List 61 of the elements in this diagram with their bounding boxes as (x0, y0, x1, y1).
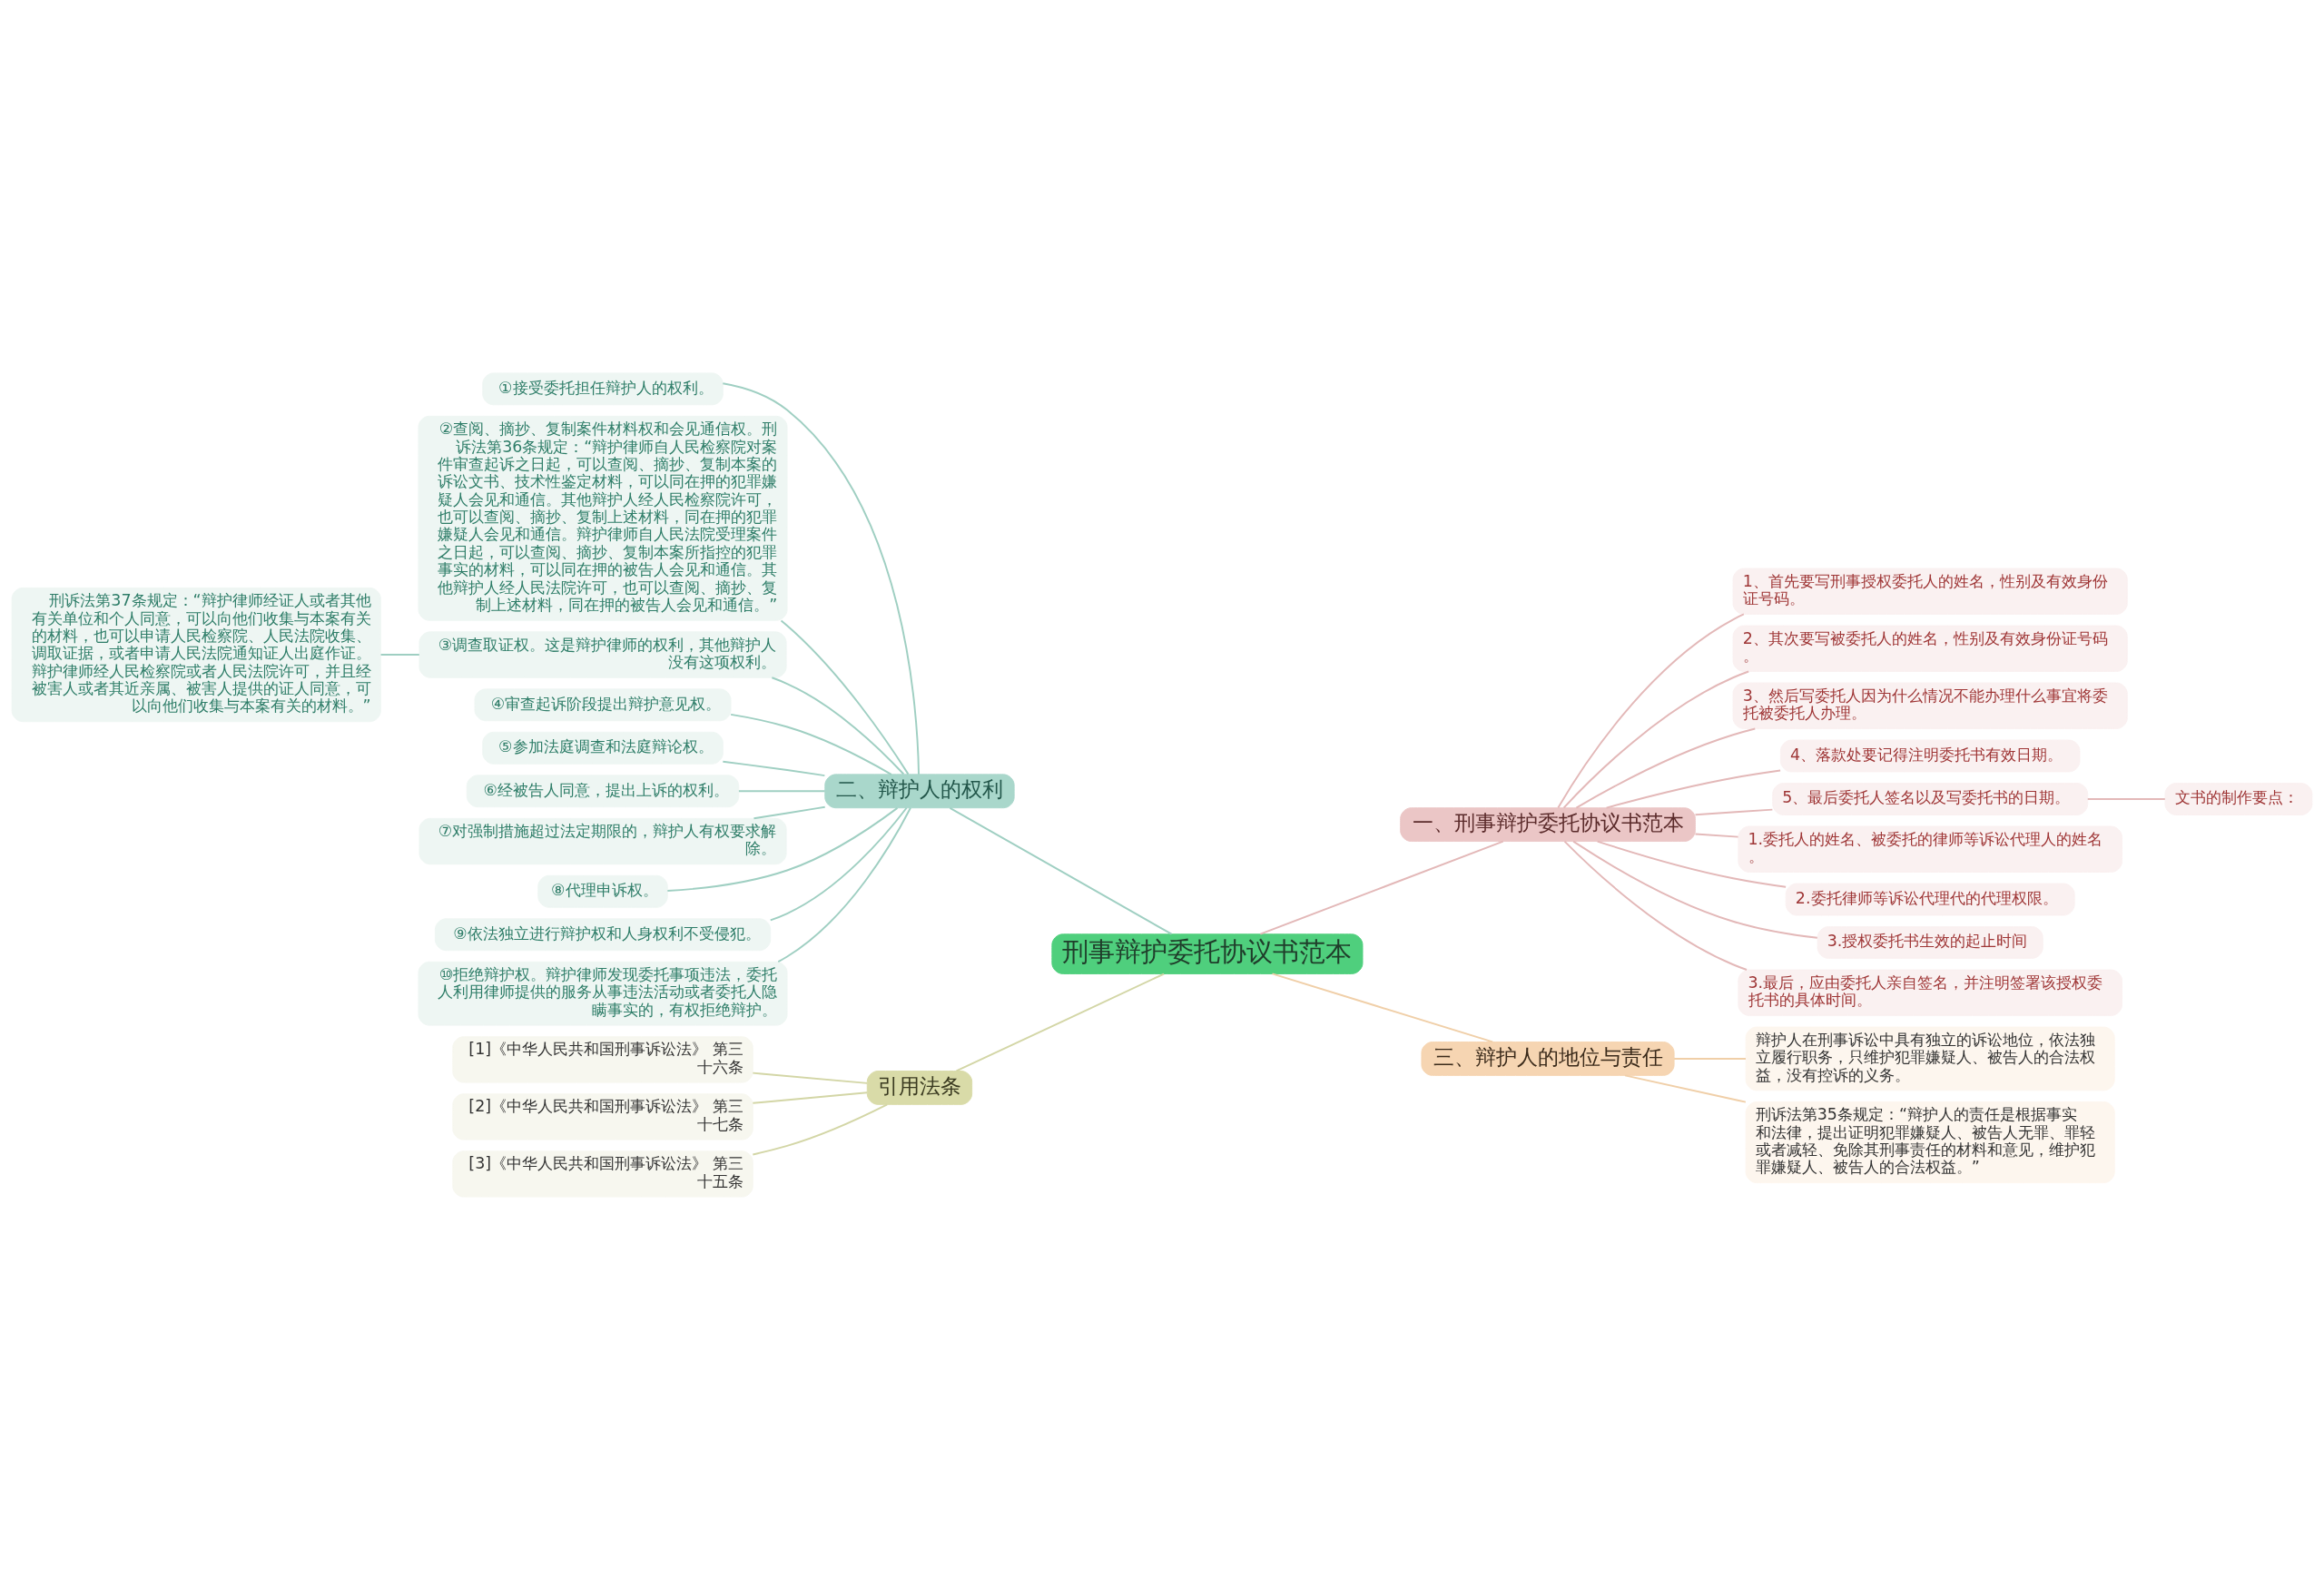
connector (666, 806, 899, 892)
connector (1694, 833, 1739, 838)
node-box: 三、辩护人的地位与责任 (1421, 1042, 1675, 1076)
node-box: 5、最后委托人签名以及写委托书的日期。 (1772, 783, 2089, 815)
node-box: ④审查起诉阶段提出辩护意见权。 (474, 688, 732, 722)
connector (955, 973, 1166, 1072)
connector (1673, 1058, 1747, 1060)
connector (752, 1103, 889, 1156)
connector (777, 806, 911, 963)
node-box: ①接受委托担任辩护人的权利。 (482, 372, 724, 406)
node-box: 刑诉法第37条规定：“辩护律师经证人或者其他有关单位和个人同意，可以向他们收集与本案有关的材料，也可以申请人民检察院、人民法院收集、调取证据，或者申请人民法院通知证人出庭作证。辩护律师经人民检察院或者人民法院许可，并且经被害人或者其近亲属、被害人提供的证人同意，可以向他们收集与本案有关的材料。” (11, 587, 381, 723)
node-box: 2.委托律师等诉讼代理代的代理权限。 (1785, 883, 2075, 916)
connector (1605, 769, 1782, 809)
connector (769, 806, 908, 922)
node-box: 文书的制作要点： (2164, 783, 2313, 815)
connector (1596, 840, 1787, 888)
connector (730, 713, 892, 775)
connector (1694, 808, 1774, 816)
connector (1624, 1074, 1747, 1103)
node-box: 3.授权委托书生效的起止时间 (1817, 926, 2043, 959)
node-box: 1、首先要写刑事授权委托人的姓名，性别及有效身份证号码。 (1732, 568, 2128, 615)
connector (780, 619, 910, 775)
node-box: 刑诉法第35条规定：“辩护人的责任是根据事实和法律，提出证明犯罪嫌疑人、被告人无罪、罪轻或者减轻、免除其刑事责任的材料和意见，维护犯罪嫌疑人、被告人的合法权益。” (1745, 1101, 2115, 1184)
node-box: ⑦对强制措施超过法定期限的，辩护人有权要求解除。 (419, 817, 787, 865)
node-box: [3]《中华人民共和国刑事诉讼法》 第三十五条 (452, 1150, 753, 1198)
connector (752, 1091, 869, 1104)
connector (1572, 840, 1818, 939)
connector (2086, 798, 2166, 800)
node-box: 二、辩护人的权利 (824, 774, 1015, 809)
connector (949, 806, 1173, 935)
connector (722, 382, 920, 775)
node-box: ②查阅、摘抄、复制案件材料权和会见通信权。刑诉法第36条规定：“辩护律师自人民检察院对案件审查起诉之日起，可以查阅、摘抄、复制本案的诉讼文书、技术性鉴定材料，可以同在押的犯罪嫌疑人会见和通信。其他辩护人经人民检察院许可，也可以查阅、摘抄、复制上述材料，同在押的犯罪嫌疑人会见和通信。辩护律师自人民法院受理案件之日起，可以查阅、摘抄、复制本案所指控的犯罪事实的材料，可以同在押的被告人会见和通信。其他辩护人经人民法院许可，也可以查阅、摘抄、复制上述材料，同在押的被告人会见和通信。” (418, 415, 788, 621)
node-box: 3.最后，应由委托人亲自签名，并注明签署该授权委托书的具体时间。 (1738, 969, 2122, 1016)
node-box: ⑥经被告人同意，提出上诉的权利。 (466, 775, 740, 808)
node-box: ③调查取证权。这是辩护律师的权利，其他辩护人没有这项权利。 (419, 631, 787, 678)
connector (722, 760, 826, 777)
connector (379, 654, 420, 656)
node-box: ⑧代理申诉权。 (537, 874, 668, 908)
node-box: [2]《中华人民共和国刑事诉讼法》 第三十七条 (452, 1093, 753, 1140)
connector (737, 790, 826, 793)
connector (1271, 973, 1494, 1043)
node-box: [1]《中华人民共和国刑事诉讼法》 第三十六条 (452, 1036, 753, 1083)
node-box: ⑤参加法庭调查和法庭辩论权。 (482, 731, 724, 765)
connector (1557, 613, 1745, 809)
connector (752, 1071, 869, 1084)
node-box: ⑨依法独立进行辩护权和人身权利不受侵犯。 (434, 918, 772, 952)
connector (753, 805, 826, 820)
node-box: 3、然后写委托人因为什么情况不能办理什么事宜将委托被委托人办理。 (1732, 682, 2128, 729)
connector (1562, 670, 1750, 809)
node-box: 2、其次要写被委托人的姓名，性别及有效身份证号码。 (1732, 625, 2128, 672)
connector (1259, 840, 1504, 935)
connector (1575, 727, 1757, 809)
node-box: 辩护人在刑事诉讼中具有独立的诉讼地位，依法独立履行职务，只维护犯罪嫌疑人、被告人的合法权益，没有控诉的义务。 (1745, 1026, 2115, 1091)
node-box: 1.委托人的姓名、被委托的律师等诉讼代理人的姓名。 (1738, 825, 2122, 873)
connector (1563, 840, 1748, 971)
connector (771, 676, 905, 775)
node-box: 引用法条 (866, 1071, 973, 1105)
node-box: ⑩拒绝辩护权。辩护律师发现委托事项违法，委托人利用律师提供的服务从事违法活动或者委托人隐瞒事实的，有权拒绝辩护。 (418, 961, 788, 1026)
node-box: 刑事辩护委托协议书范本 (1051, 933, 1364, 974)
node-box: 一、刑事辩护委托协议书范本 (1400, 807, 1696, 842)
node-box: 4、落款处要记得注明委托书有效日期。 (1779, 739, 2081, 773)
